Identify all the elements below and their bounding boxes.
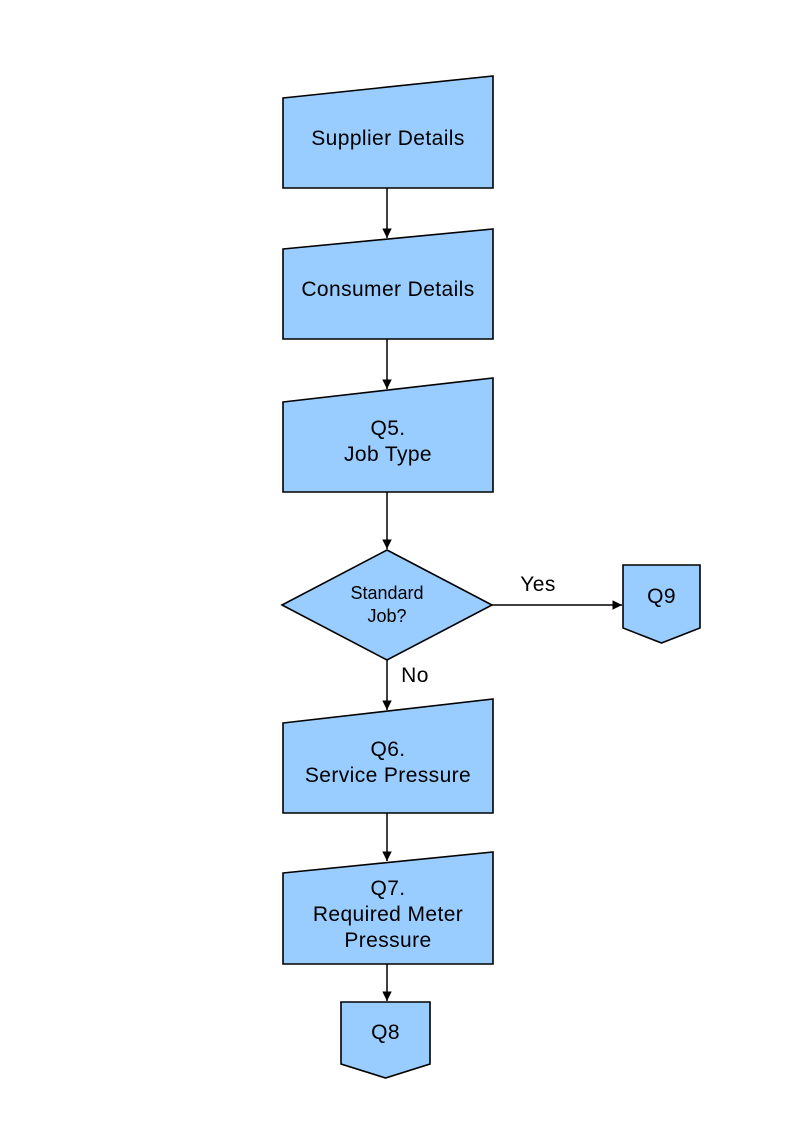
- q5-job-type-shape: [282, 377, 494, 493]
- standard-job-decision-shape: [280, 549, 494, 661]
- q7-required-meter-pressure-shape: [282, 851, 494, 965]
- consumer-details-shape: [282, 228, 494, 340]
- q9-connector-shape: [622, 564, 701, 644]
- supplier-details-shape: [282, 75, 494, 189]
- q6-service-pressure-shape: [282, 698, 494, 814]
- q8-connector-shape: [340, 1001, 431, 1079]
